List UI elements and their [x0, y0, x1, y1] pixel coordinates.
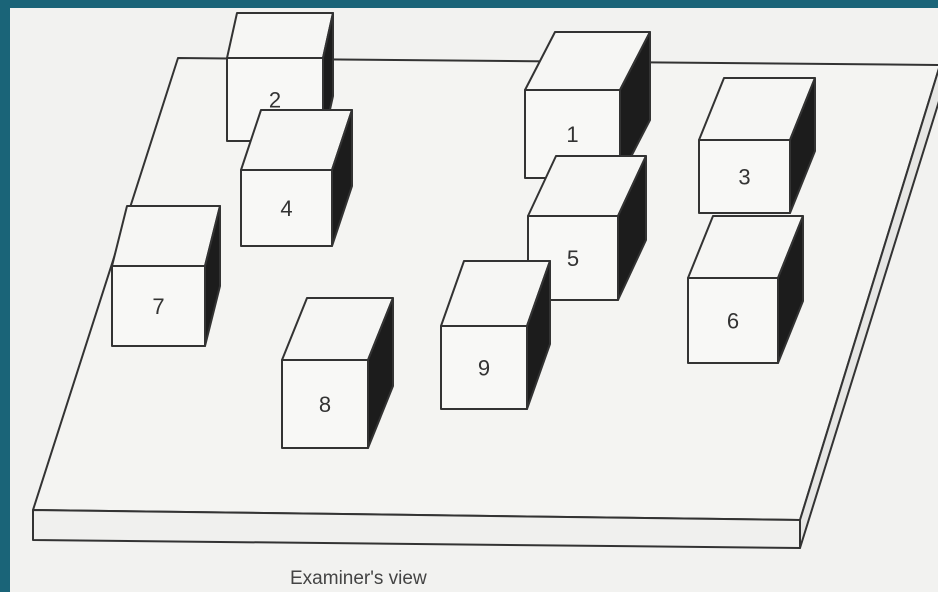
examiner-view-diagram: 2 1 3 4 5 7 6 9 8 Examiner's view — [10, 8, 938, 592]
diagram-caption: Examiner's view — [290, 568, 427, 589]
cube-label: 3 — [738, 165, 750, 190]
cube-top-face — [227, 13, 333, 58]
cube-3: 3 — [699, 78, 815, 213]
cube-top-face — [112, 206, 220, 266]
cube-4: 4 — [241, 110, 352, 246]
cube-label: 7 — [152, 294, 164, 319]
cube-8: 8 — [282, 298, 393, 448]
cube-label: 2 — [269, 88, 281, 113]
cube-6: 6 — [688, 216, 803, 363]
cube-label: 6 — [727, 309, 739, 334]
cube-label: 4 — [280, 196, 292, 221]
diagram-frame: 2 1 3 4 5 7 6 9 8 Examiner's view — [10, 8, 938, 592]
cube-7: 7 — [112, 206, 220, 346]
cube-label: 5 — [567, 246, 579, 271]
cube-label: 1 — [566, 122, 578, 147]
cube-label: 8 — [319, 392, 331, 417]
cube-9: 9 — [441, 261, 550, 409]
cube-label: 9 — [478, 356, 490, 381]
